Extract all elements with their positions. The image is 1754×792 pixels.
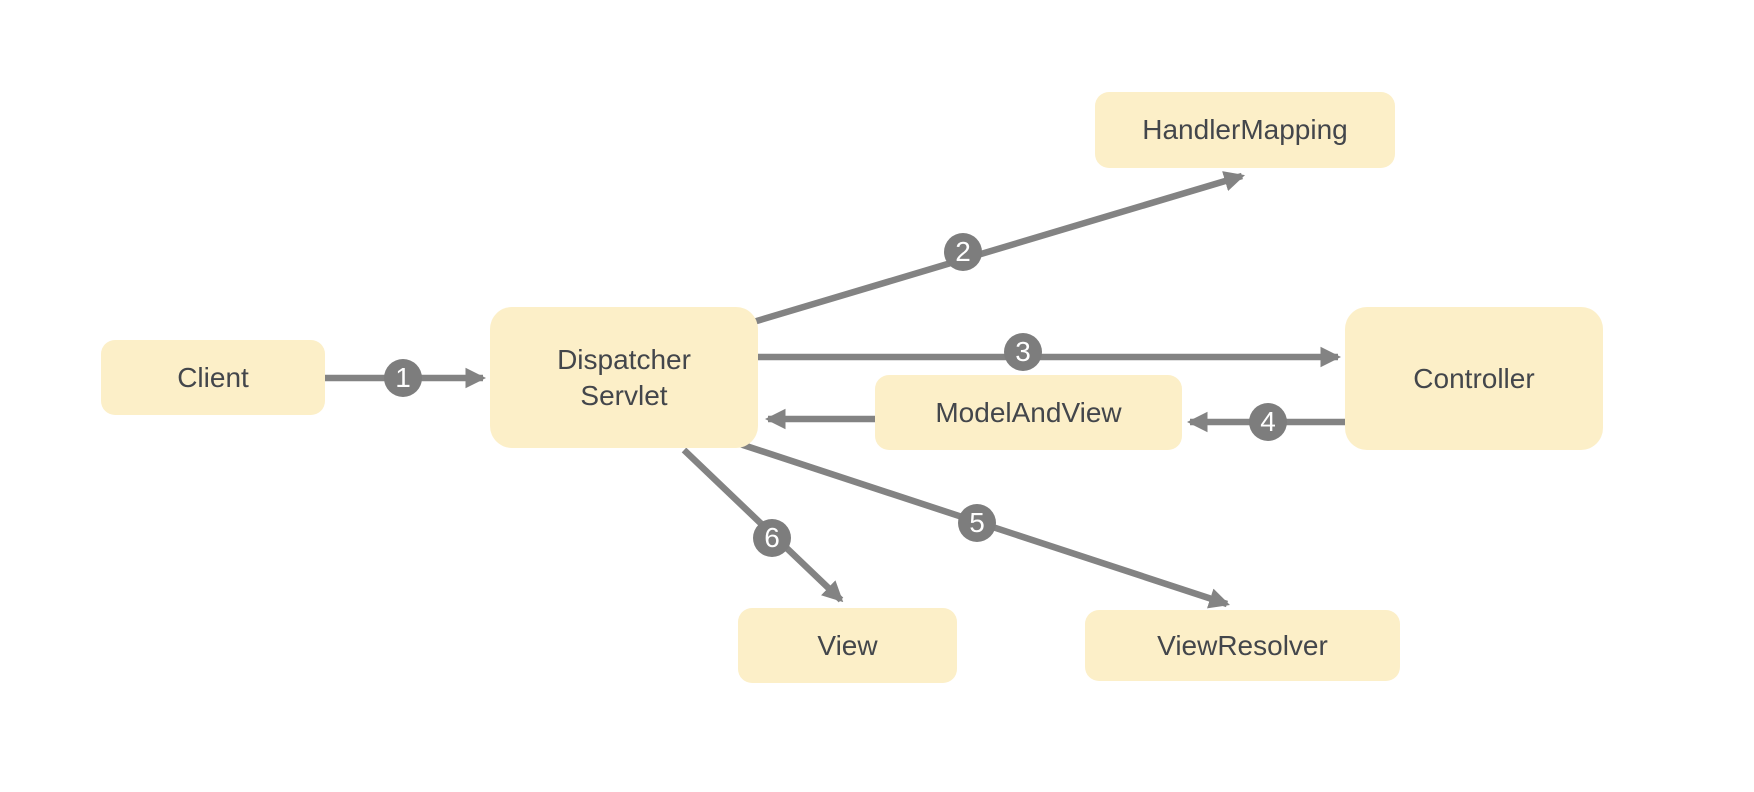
- node-client: Client: [101, 340, 325, 415]
- node-view-resolver: ViewResolver: [1085, 610, 1400, 681]
- step-badge-2: 2: [944, 233, 982, 271]
- step-badge-5: 5: [958, 504, 996, 542]
- node-controller-label: Controller: [1413, 362, 1535, 394]
- node-view-label: View: [817, 629, 878, 661]
- node-controller: Controller: [1345, 307, 1603, 450]
- step-badge-1: 1: [384, 359, 422, 397]
- step-badge-6: 6: [753, 519, 791, 557]
- node-model-and-view-label: ModelAndView: [935, 396, 1122, 428]
- node-view-resolver-label: ViewResolver: [1157, 629, 1328, 661]
- step-badge-3: 3: [1004, 333, 1042, 371]
- node-client-label: Client: [177, 361, 249, 393]
- arrow-dispatcherservlet-to-handlermapping: [749, 171, 1245, 327]
- node-dispatcher-servlet-label: Dispatcher Servlet: [557, 343, 691, 411]
- node-handler-mapping-label: HandlerMapping: [1142, 114, 1348, 145]
- node-model-and-view: ModelAndView: [875, 375, 1182, 450]
- node-handler-mapping: HandlerMapping: [1095, 92, 1395, 168]
- node-view: View: [738, 608, 957, 683]
- node-dispatcher-servlet: Dispatcher Servlet: [490, 307, 758, 448]
- step-badge-4: 4: [1249, 403, 1287, 441]
